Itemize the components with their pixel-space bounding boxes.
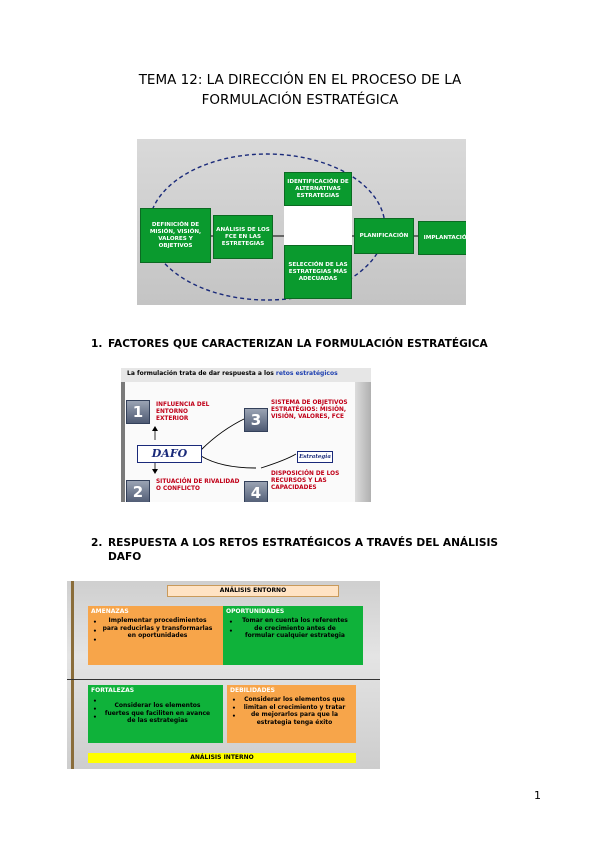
factors-svg — [152, 417, 297, 474]
analisis-interno-bar: ANÁLISIS INTERNO — [88, 753, 356, 763]
box-definicion: DEFINICIÓN DE MISIÓN, VISIÓN, VALORES Y … — [140, 208, 211, 263]
bullet: • — [229, 628, 233, 635]
factor-number-4: 4 — [244, 481, 268, 502]
factor-text-2: SITUACIÓN DE RIVALIDAD O CONFLICTO — [156, 479, 240, 492]
section-2-number: 2. — [91, 537, 103, 549]
bullet: • — [232, 713, 236, 720]
bullet: • — [93, 637, 97, 644]
right-bar — [355, 382, 371, 502]
title-line-1: TEMA 12: LA DIRECCIÓN EN EL PROCESO DE L… — [138, 72, 462, 88]
section-2-heading: RESPUESTA A LOS RETOS ESTRATÉGICOS A TRA… — [108, 536, 498, 564]
factor-number-1: 1 — [126, 400, 150, 424]
arrow-up-head — [152, 426, 158, 431]
dafo-matrix: ANÁLISIS ENTORNO AMENAZAS Implementar pr… — [67, 581, 380, 769]
oportunidades-text: Tomar en cuenta los referentes de crecim… — [242, 617, 348, 639]
bullet: • — [232, 697, 236, 704]
document-title: TEMA 12: LA DIRECCIÓN EN EL PROCESO DE L… — [60, 70, 540, 110]
factor-text-4: DISPOSICIÓN DE LOS RECURSOS Y LAS CAPACI… — [271, 471, 340, 491]
box-planificacion: PLANIFICACIÓN — [354, 218, 414, 254]
box-analisis: ANÁLISIS DE LOS FCE EN LAS ESTRETEGIAS — [213, 215, 273, 259]
page-number: 1 — [534, 789, 541, 802]
quadrant-oportunidades: OPORTUNIDADES Tomar en cuenta los refere… — [223, 606, 363, 665]
amenazas-title: AMENAZAS — [91, 608, 129, 615]
amenazas-text: Implementar procedimientos para reducirl… — [102, 617, 213, 639]
factors-header-text: La formulación trata de dar respuesta a … — [127, 370, 274, 377]
process-diagram: DEFINICIÓN DE MISIÓN, VISIÓN, VALORES Y … — [137, 139, 466, 305]
analisis-entorno-bar: ANÁLISIS ENTORNO — [167, 585, 339, 597]
bullet: • — [229, 619, 233, 626]
debilidades-title: DEBILIDADES — [230, 687, 275, 694]
section-1-heading: FACTORES QUE CARACTERIZAN LA FORMULACIÓN… — [108, 338, 488, 350]
factors-header: La formulación trata de dar respuesta a … — [121, 368, 371, 382]
box-identificacion: IDENTIFICACIÓN DE ALTERNATIVAS ESTRATEGI… — [284, 172, 352, 206]
oportunidades-title: OPORTUNIDADES — [226, 608, 285, 615]
section-1-number: 1. — [91, 338, 103, 350]
dafo-box: DAFO — [137, 445, 202, 463]
estrategia-box: Estrategia — [297, 451, 333, 463]
process-diagram-svg — [148, 153, 418, 301]
factor-number-2: 2 — [126, 480, 150, 502]
bullet: • — [93, 619, 97, 626]
divider-line — [67, 679, 380, 680]
bullet: • — [93, 698, 97, 705]
fortalezas-title: FORTALEZAS — [91, 687, 135, 694]
factor-text-1: INFLUENCIA DEL ENTORNO EXTERIOR — [156, 402, 210, 422]
title-line-2: FORMULACIÓN ESTRATÉGICA — [201, 92, 399, 108]
box-implantacion: IMPLANTACIÓN — [418, 221, 466, 255]
left-border — [71, 581, 74, 769]
bullet: • — [93, 714, 97, 721]
section-2-heading-line-1: RESPUESTA A LOS RETOS ESTRATÉGICOS A TRA… — [108, 537, 499, 549]
bullet: • — [93, 628, 97, 635]
quadrant-debilidades: DEBILIDADES Considerar los elementos que… — [227, 685, 356, 743]
bullet: • — [93, 706, 97, 713]
quadrant-fortalezas: FORTALEZAS Considerar los elementos fuer… — [88, 685, 223, 743]
factors-diagram: La formulación trata de dar respuesta a … — [121, 368, 371, 502]
curve-to-estrategia — [260, 453, 297, 469]
curve-to-3 — [200, 417, 247, 451]
factor-number-3: 3 — [244, 408, 268, 432]
quadrant-amenazas: AMENAZAS Implementar procedimientos para… — [88, 606, 223, 665]
section-2-heading-line-2: DAFO — [108, 551, 142, 563]
white-center-block — [284, 205, 352, 245]
curve-to-4 — [200, 455, 257, 469]
factor-text-3: SISTEMA DE OBJETIVOS ESTRATÉGIOS: MISIÓN… — [271, 400, 348, 420]
fortalezas-text: Considerar los elementos fuertes que fac… — [104, 702, 211, 724]
bullet: • — [232, 705, 236, 712]
factors-header-highlight: retos estratégicos — [275, 370, 338, 377]
arrow-down-head — [152, 469, 158, 474]
debilidades-text: Considerar los elementos que limitan el … — [243, 696, 346, 726]
left-bar — [121, 382, 125, 502]
box-seleccion: SELECCIÓN DE LAS ESTRATEGIAS MÁS ADECUAD… — [284, 245, 352, 299]
